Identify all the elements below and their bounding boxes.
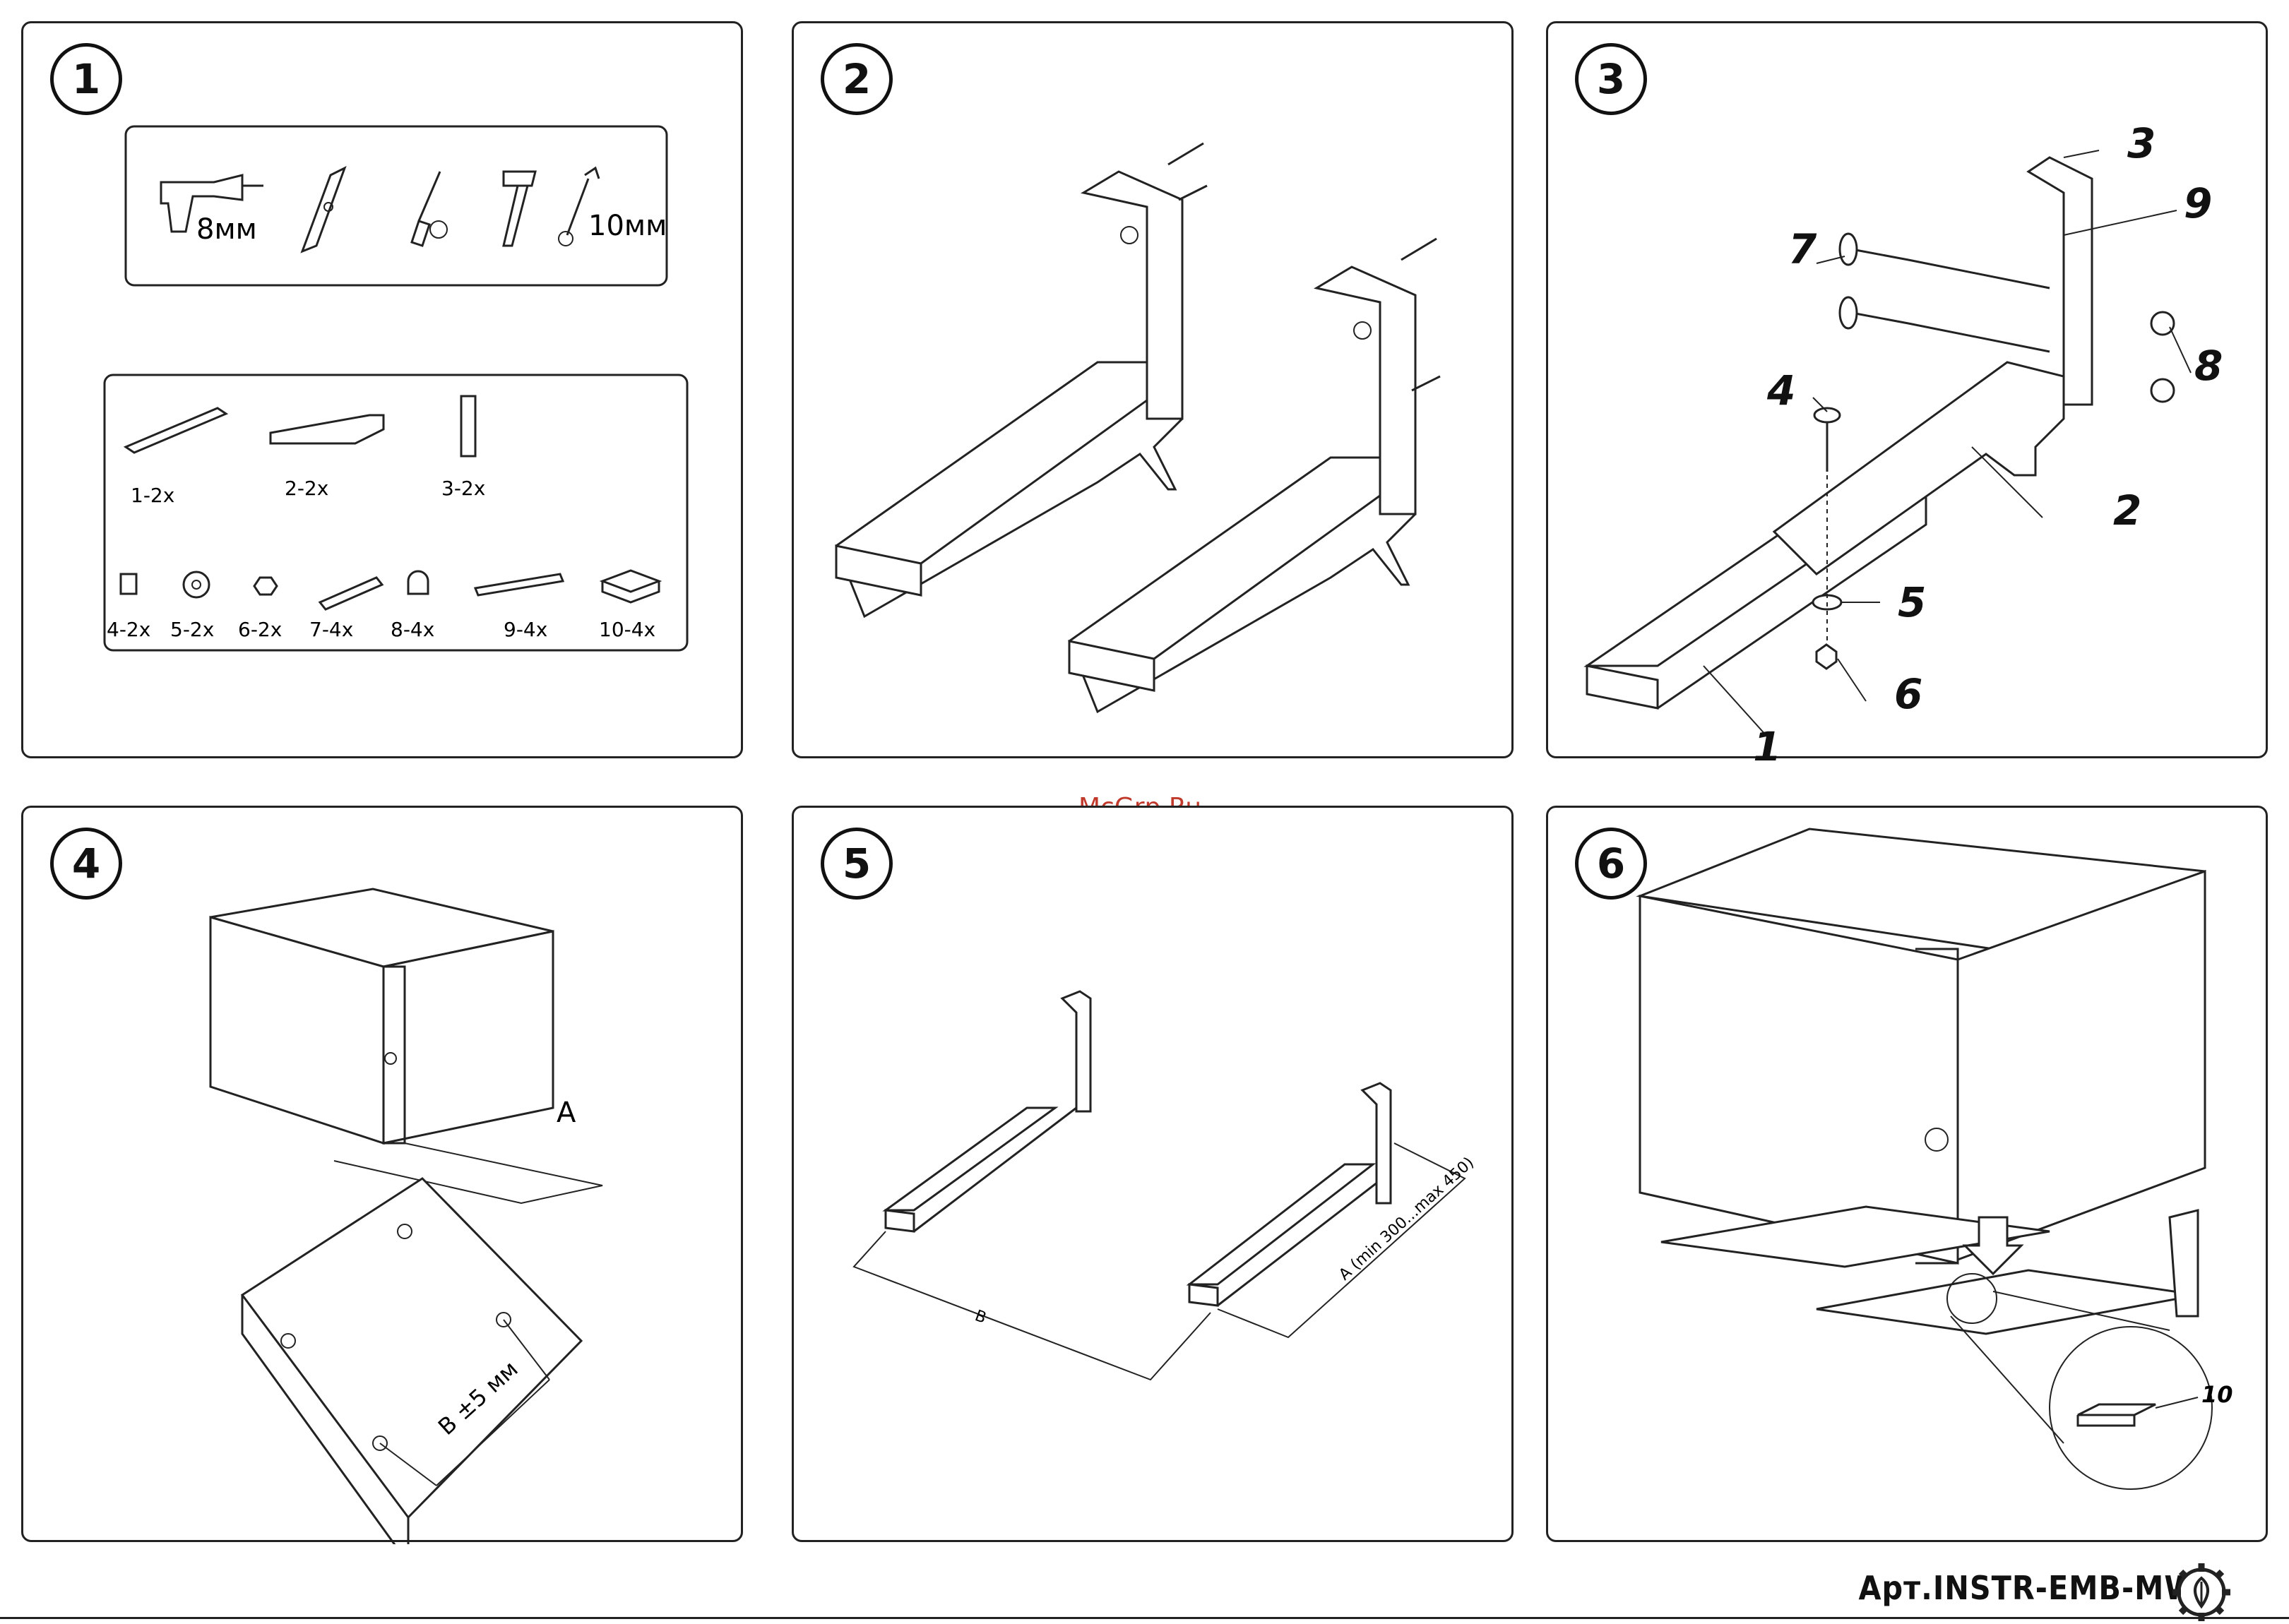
hammer-icon xyxy=(504,172,535,246)
part-9-label: 9-4x xyxy=(504,618,547,641)
step-panel-1: 1 8мм 10мм xyxy=(21,21,743,758)
label-8: 8 xyxy=(2194,342,2223,390)
part-5-label: 5-2x xyxy=(170,618,214,641)
label-7: 7 xyxy=(1788,225,1817,273)
label-3: 3 xyxy=(2127,119,2156,167)
part-2-label: 2-2x xyxy=(285,477,328,500)
part-10-label: 10-4x xyxy=(599,618,655,641)
drill-size: 8мм xyxy=(196,213,257,246)
step-panel-4: 4 A B ±5 мм xyxy=(21,806,743,1542)
step4-diagram: A B ±5 мм xyxy=(23,808,745,1544)
wrench-size: 10мм xyxy=(588,210,667,242)
label-2: 2 xyxy=(2113,486,2141,535)
part-8-label: 8-4x xyxy=(391,618,434,641)
step-panel-6: 6 10 xyxy=(1546,806,2268,1542)
article-number: Арт.INSTR-EMB-MW xyxy=(1858,1569,2197,1607)
step6-diagram: 10 xyxy=(1548,808,2270,1544)
label-5: 5 xyxy=(1898,578,1926,626)
step-panel-3: 3 1 2 3 4 5 6 xyxy=(1546,21,2268,758)
bottom-rule xyxy=(0,1617,2289,1619)
label-9: 9 xyxy=(2184,179,2212,227)
step-panel-2: 2 xyxy=(792,21,1514,758)
screwdriver-icon xyxy=(412,172,447,246)
part-1-label: 1-2x xyxy=(131,484,174,507)
label-4: 4 xyxy=(1766,366,1795,414)
dimension-b: B xyxy=(973,1307,989,1327)
label-1: 1 xyxy=(1753,723,1781,760)
label-6: 6 xyxy=(1894,670,1922,718)
step2-diagram xyxy=(794,23,1516,760)
part-3-label: 3-2x xyxy=(441,477,485,500)
step-panel-5: 5 B A (min 300...max 450) xyxy=(792,806,1514,1542)
bracket-right xyxy=(1069,239,1440,712)
part-6-label: 6-2x xyxy=(238,618,282,641)
step1-diagram: 8мм 10мм 1-2x 2-2 xyxy=(23,23,745,760)
gear-leaf-logo-icon xyxy=(2170,1560,2233,1624)
dimension-a: A xyxy=(557,1097,576,1129)
step3-diagram: 1 2 3 4 5 6 7 8 9 xyxy=(1548,23,2270,760)
bracket-left xyxy=(836,143,1207,616)
part-4-label: 4-2x xyxy=(107,618,150,641)
step5-diagram: B A (min 300...max 450) xyxy=(794,808,1516,1544)
part-7-label: 7-4x xyxy=(309,618,353,641)
level-icon xyxy=(302,168,345,251)
label-10: 10 xyxy=(2201,1381,2233,1408)
